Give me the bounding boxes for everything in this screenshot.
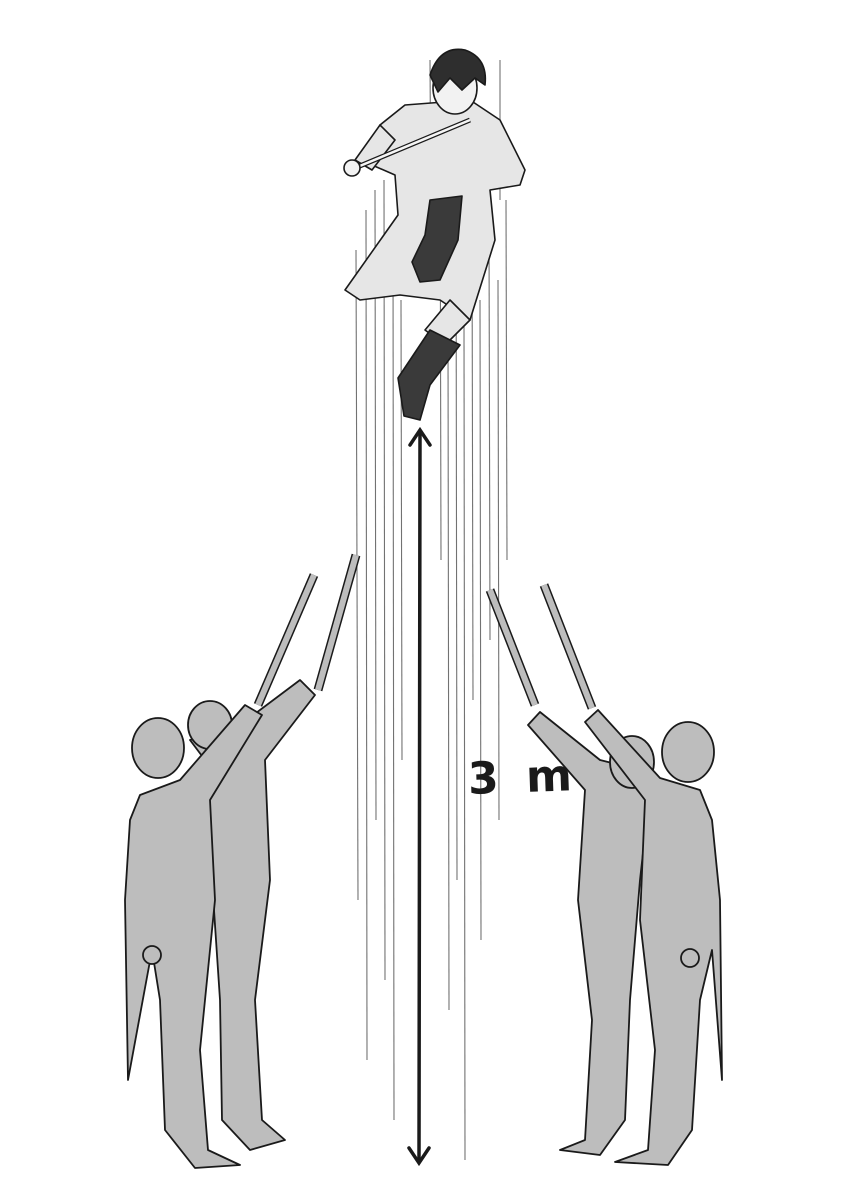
left-figure-front [124,573,319,1169]
arrow-head-top [408,426,432,447]
jumper-boot-upper [411,195,463,283]
jumper-hand [343,159,361,177]
right-figure-group [485,583,723,1166]
right-figure-back [485,588,655,1156]
jumper-boot-lower [397,329,461,421]
right-figure-front [539,583,723,1166]
arrow-head-bottom [407,1146,431,1167]
height-arrow [407,426,432,1167]
height-measurement-label: 3 m [467,750,579,805]
jumping-swordsman [343,48,526,421]
jumper-hair [429,48,487,93]
left-figure-group [124,553,361,1169]
jumper-arm [354,124,396,171]
